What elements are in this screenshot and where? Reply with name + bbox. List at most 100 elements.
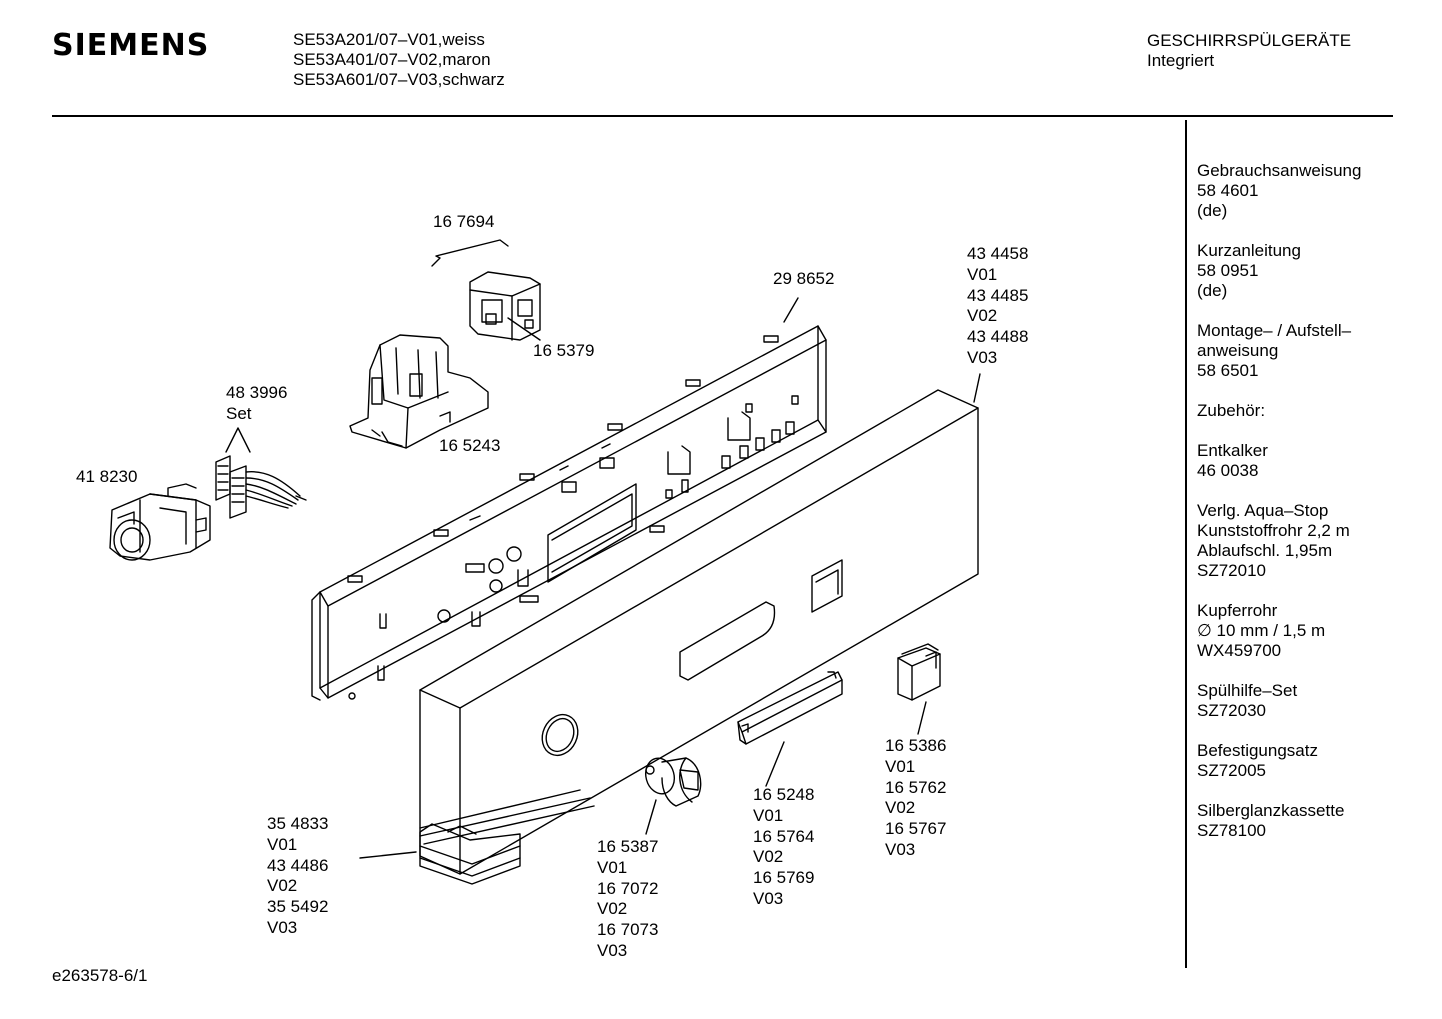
part-number: 43 4488	[967, 327, 1029, 347]
leader-line	[973, 373, 981, 403]
sidebar-group-aquastop: Verlg. Aqua–Stop Kunststoffrohr 2,2 m Ab…	[1197, 501, 1437, 581]
sidebar-group-mounting-kit: Befestigungsatz SZ72005	[1197, 741, 1437, 781]
part-label-29-8652: 29 8652	[773, 269, 834, 290]
part-number: 43 4485	[967, 285, 1029, 305]
panel-frame-part	[311, 325, 827, 701]
part-number: 35 5492	[267, 897, 329, 917]
sidebar-text: Spülhilfe–Set	[1197, 681, 1298, 700]
part-label-41-8230: 41 8230	[76, 467, 137, 488]
sidebar-group-installation: Montage– / Aufstell– anweisung 58 6501	[1197, 321, 1437, 381]
sidebar-text: Zubehör:	[1197, 401, 1266, 420]
variant-code: V02	[753, 847, 784, 867]
leader-line	[645, 799, 657, 835]
part-number: 29 8652	[773, 269, 835, 288]
part-label-43-4458: 43 4458 V01 43 4485 V02 43 4488 V03	[967, 244, 1028, 369]
sidebar-text: Gebrauchsanweisung	[1197, 161, 1362, 180]
drawing-code: e263578-6/1	[52, 966, 148, 985]
variant-code: V01	[967, 264, 998, 284]
model-line: SE53A401/07–V02,maron	[293, 50, 491, 69]
sidebar-text: Silberglanzkassette	[1197, 801, 1345, 820]
sidebar-group-accessories: Zubehör:	[1197, 401, 1437, 421]
sidebar-text: Befestigungsatz	[1197, 741, 1318, 760]
variant-code: V01	[885, 756, 916, 776]
part-number: 48 3996	[226, 383, 288, 402]
part-number: 35 4833	[267, 814, 329, 833]
variant-code: V03	[967, 347, 998, 367]
sidebar-group-manual: Gebrauchsanweisung 58 4601 (de)	[1197, 161, 1437, 221]
sidebar-text: WX459700	[1197, 641, 1282, 660]
exploded-view-drawing	[109, 239, 981, 885]
bracket-part	[349, 334, 489, 449]
set-note: Set	[226, 403, 252, 423]
part-number: 43 4486	[267, 855, 329, 875]
category-subtitle: Integriert	[1147, 51, 1215, 70]
part-label-16-5243: 16 5243	[439, 436, 500, 457]
leader-line	[765, 741, 785, 787]
part-number: 43 4458	[967, 244, 1029, 263]
part-label-16-5387: 16 5387 V01 16 7072 V02 16 7073 V03	[597, 837, 658, 962]
sidebar-text: 58 6501	[1197, 361, 1259, 380]
sidebar-group-short-guide: Kurzanleitung 58 0951 (de)	[1197, 241, 1437, 301]
part-number: 16 7072	[597, 878, 659, 898]
sidebar-text: SZ78100	[1197, 821, 1266, 840]
sidebar-text: Verlg. Aqua–Stop	[1197, 501, 1329, 520]
sidebar-text: anweisung	[1197, 341, 1279, 360]
sidebar-text: Montage– / Aufstell–	[1197, 321, 1352, 340]
variant-code: V02	[885, 798, 916, 818]
part-number: 16 5386	[885, 736, 947, 755]
variant-code: V01	[597, 857, 628, 877]
variant-code: V01	[753, 805, 784, 825]
part-number: 16 5387	[597, 837, 659, 856]
part-label-35-4833: 35 4833 V01 43 4486 V02 35 5492 V03	[267, 814, 328, 939]
model-line: SE53A601/07–V03,schwarz	[293, 70, 505, 89]
model-list: SE53A201/07–V01,weiss SE53A401/07–V02,ma…	[293, 30, 505, 90]
variant-code: V03	[267, 917, 298, 937]
switch-module-part	[469, 271, 541, 341]
part-number: 16 5248	[753, 785, 815, 804]
sidebar-text: ∅ 10 mm / 1,5 m	[1197, 621, 1326, 640]
sidebar-text: SZ72010	[1197, 561, 1266, 580]
leader-line	[225, 427, 251, 453]
part-label-48-3996: 48 3996 Set	[226, 383, 287, 425]
sidebar-group-rinse-set: Spülhilfe–Set SZ72030	[1197, 681, 1437, 721]
sidebar-group-copper-pipe: Kupferrohr ∅ 10 mm / 1,5 m WX459700	[1197, 601, 1437, 661]
category: GESCHIRRSPÜLGERÄTE Integriert	[1147, 31, 1351, 71]
part-number: 16 7073	[597, 920, 659, 940]
cable-set-part	[215, 455, 307, 519]
part-number: 41 8230	[76, 467, 138, 486]
sidebar-divider	[1185, 120, 1187, 968]
part-label-16-5248: 16 5248 V01 16 5764 V02 16 5769 V03	[753, 785, 814, 910]
sidebar-text: 58 4601	[1197, 181, 1259, 200]
part-number: 16 5379	[533, 341, 595, 360]
variant-code: V03	[885, 839, 916, 859]
leader-line	[917, 701, 927, 735]
leader-line	[783, 297, 799, 323]
decor-strip-part	[419, 789, 595, 885]
model-line: SE53A201/07–V01,weiss	[293, 30, 485, 49]
knob-part	[644, 757, 702, 807]
brand-logo: SIEMENS	[52, 28, 210, 63]
part-number: 16 5762	[885, 777, 947, 797]
sidebar: Gebrauchsanweisung 58 4601 (de) Kurzanle…	[1197, 161, 1437, 861]
variant-code: V03	[753, 888, 784, 908]
variant-code: V03	[597, 940, 628, 960]
variant-code: V01	[267, 834, 298, 854]
sidebar-text: SZ72005	[1197, 761, 1266, 780]
part-number: 16 5769	[753, 868, 815, 888]
header-divider	[52, 115, 1393, 117]
sidebar-text: (de)	[1197, 281, 1228, 300]
sidebar-text: 58 0951	[1197, 261, 1259, 280]
sidebar-text: Ablaufschl. 1,95m	[1197, 541, 1333, 560]
button-cap-part	[897, 643, 941, 701]
part-number: 16 5243	[439, 436, 501, 455]
part-number: 16 5764	[753, 826, 815, 846]
sidebar-text: 46 0038	[1197, 461, 1259, 480]
part-label-16-5386: 16 5386 V01 16 5762 V02 16 5767 V03	[885, 736, 946, 861]
leader-line	[359, 851, 417, 859]
variant-code: V02	[967, 306, 998, 326]
part-label-16-5379: 16 5379	[533, 341, 594, 362]
variant-code: V02	[597, 899, 628, 919]
wire-spring-part	[431, 239, 509, 267]
sidebar-text: (de)	[1197, 201, 1228, 220]
category-title: GESCHIRRSPÜLGERÄTE	[1147, 31, 1352, 50]
